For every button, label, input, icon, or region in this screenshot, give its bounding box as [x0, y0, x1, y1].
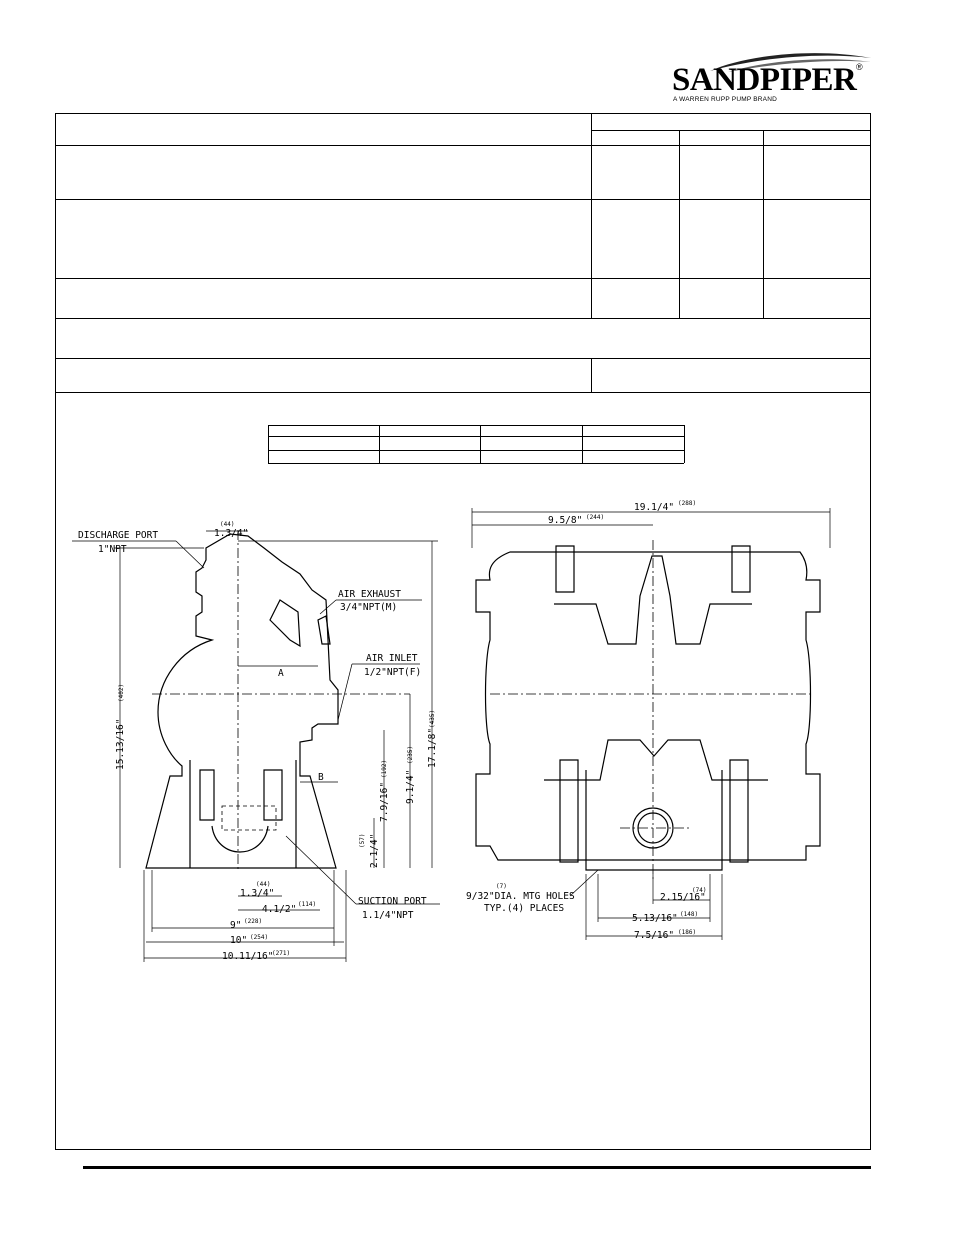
left-view-hidden — [221, 805, 277, 831]
dim-b1-in: 1.3/4" — [240, 888, 274, 899]
dim-b5-mm: (271) — [272, 950, 290, 957]
dim-c2-mm: (148) — [680, 911, 698, 918]
dim-top-mm: (44) — [220, 521, 234, 528]
left-view-centerlines — [152, 530, 410, 870]
dim-b2-mm: (114) — [298, 901, 316, 908]
mtg-holes-note: TYP.(4) PLACES — [484, 903, 564, 914]
mtg-holes-mm: (7) — [496, 883, 507, 890]
air-exhaust-size: 3/4"NPT(M) — [340, 602, 397, 613]
dim-height-in: 15.13/16" — [115, 719, 126, 770]
table-rule — [55, 358, 870, 359]
dim-table-col — [268, 425, 269, 463]
table-col-rule — [591, 358, 592, 392]
dim-total-in: 17.1/8" — [427, 728, 438, 768]
right-view-outline — [475, 545, 821, 871]
air-inlet-label: AIR INLET — [366, 653, 418, 664]
dim-low-in: 2.1/4" — [369, 834, 380, 868]
table-rule — [591, 130, 870, 131]
table-col-rule — [591, 113, 592, 318]
left-view-outline — [145, 533, 339, 869]
left-view-dimensions — [72, 530, 440, 962]
dim-table-rule — [268, 450, 684, 451]
dim-top-in: 1.3/4" — [214, 528, 248, 539]
spec-sheet-frame — [55, 113, 871, 1150]
dim-c2-in: 5.13/16" — [632, 913, 678, 924]
discharge-port-size: 1"NPT — [98, 544, 127, 555]
brand-logo: SANDPIPER ® A WARREN RUPP PUMP BRAND — [668, 50, 873, 106]
dim-b1-mm: (44) — [256, 881, 270, 888]
dim-half-in: 9.5/8" — [548, 515, 582, 526]
label-b: B — [318, 772, 324, 783]
dim-c3-mm: (186) — [678, 929, 696, 936]
air-exhaust-label: AIR EXHAUST — [338, 589, 401, 600]
air-inlet-size: 1/2"NPT(F) — [364, 667, 421, 678]
dim-table-col — [480, 425, 481, 463]
dim-b3-in: 9" — [230, 920, 241, 931]
dim-table-col — [379, 425, 380, 463]
table-col-rule — [679, 130, 680, 318]
suction-port-label: SUCTION PORT — [358, 896, 427, 907]
brand-name: SANDPIPER — [672, 62, 857, 98]
discharge-port-label: DISCHARGE PORT — [78, 530, 158, 541]
dim-height-mm: (402) — [118, 684, 125, 702]
dim-mid2-mm: (192) — [381, 760, 388, 778]
table-rule — [55, 392, 870, 393]
suction-port-size: 1.1/4"NPT — [362, 910, 414, 921]
dim-b2-in: 4.1/2" — [262, 904, 296, 915]
dim-mid1-mm: (235) — [407, 746, 414, 764]
mtg-holes-label: 9/32"DIA. MTG HOLES — [466, 891, 575, 902]
dim-b3-mm: (228) — [244, 918, 262, 925]
dim-total-mm: (435) — [429, 710, 436, 728]
label-a: A — [278, 668, 284, 679]
dim-width-in: 19.1/4" — [634, 502, 674, 513]
right-view-dimensions — [471, 508, 831, 940]
dim-width-mm: (288) — [678, 500, 696, 507]
brand-tagline: A WARREN RUPP PUMP BRAND — [673, 96, 778, 103]
dim-mid1-in: 9.1/4" — [405, 770, 416, 804]
dim-half-mm: (244) — [586, 514, 604, 521]
registered-mark: ® — [856, 62, 863, 72]
dim-c3-in: 7.5/16" — [634, 930, 674, 941]
footer-rule — [83, 1166, 871, 1169]
table-rule — [55, 318, 870, 319]
table-col-rule — [763, 130, 764, 318]
dim-table-rule — [268, 436, 684, 437]
dim-table-rule — [268, 425, 684, 426]
logo-swoosh-icon — [710, 53, 871, 72]
dim-table-col — [684, 425, 685, 463]
dim-b4-mm: (254) — [250, 934, 268, 941]
dim-b5-in: 10.11/16" — [222, 951, 273, 962]
dim-b4-in: 10" — [230, 935, 247, 946]
table-rule — [55, 278, 870, 279]
dim-table-rule — [268, 463, 684, 464]
dim-c1-mm: (74) — [692, 887, 706, 894]
dim-table-col — [582, 425, 583, 463]
dim-low-mm: (57) — [359, 834, 366, 848]
table-rule — [55, 145, 870, 146]
dim-c1-in: 2.15/16" — [660, 892, 706, 903]
right-view-centerlines — [490, 540, 810, 880]
table-rule — [55, 199, 870, 200]
dim-mid2-in: 7.9/16" — [379, 782, 390, 822]
